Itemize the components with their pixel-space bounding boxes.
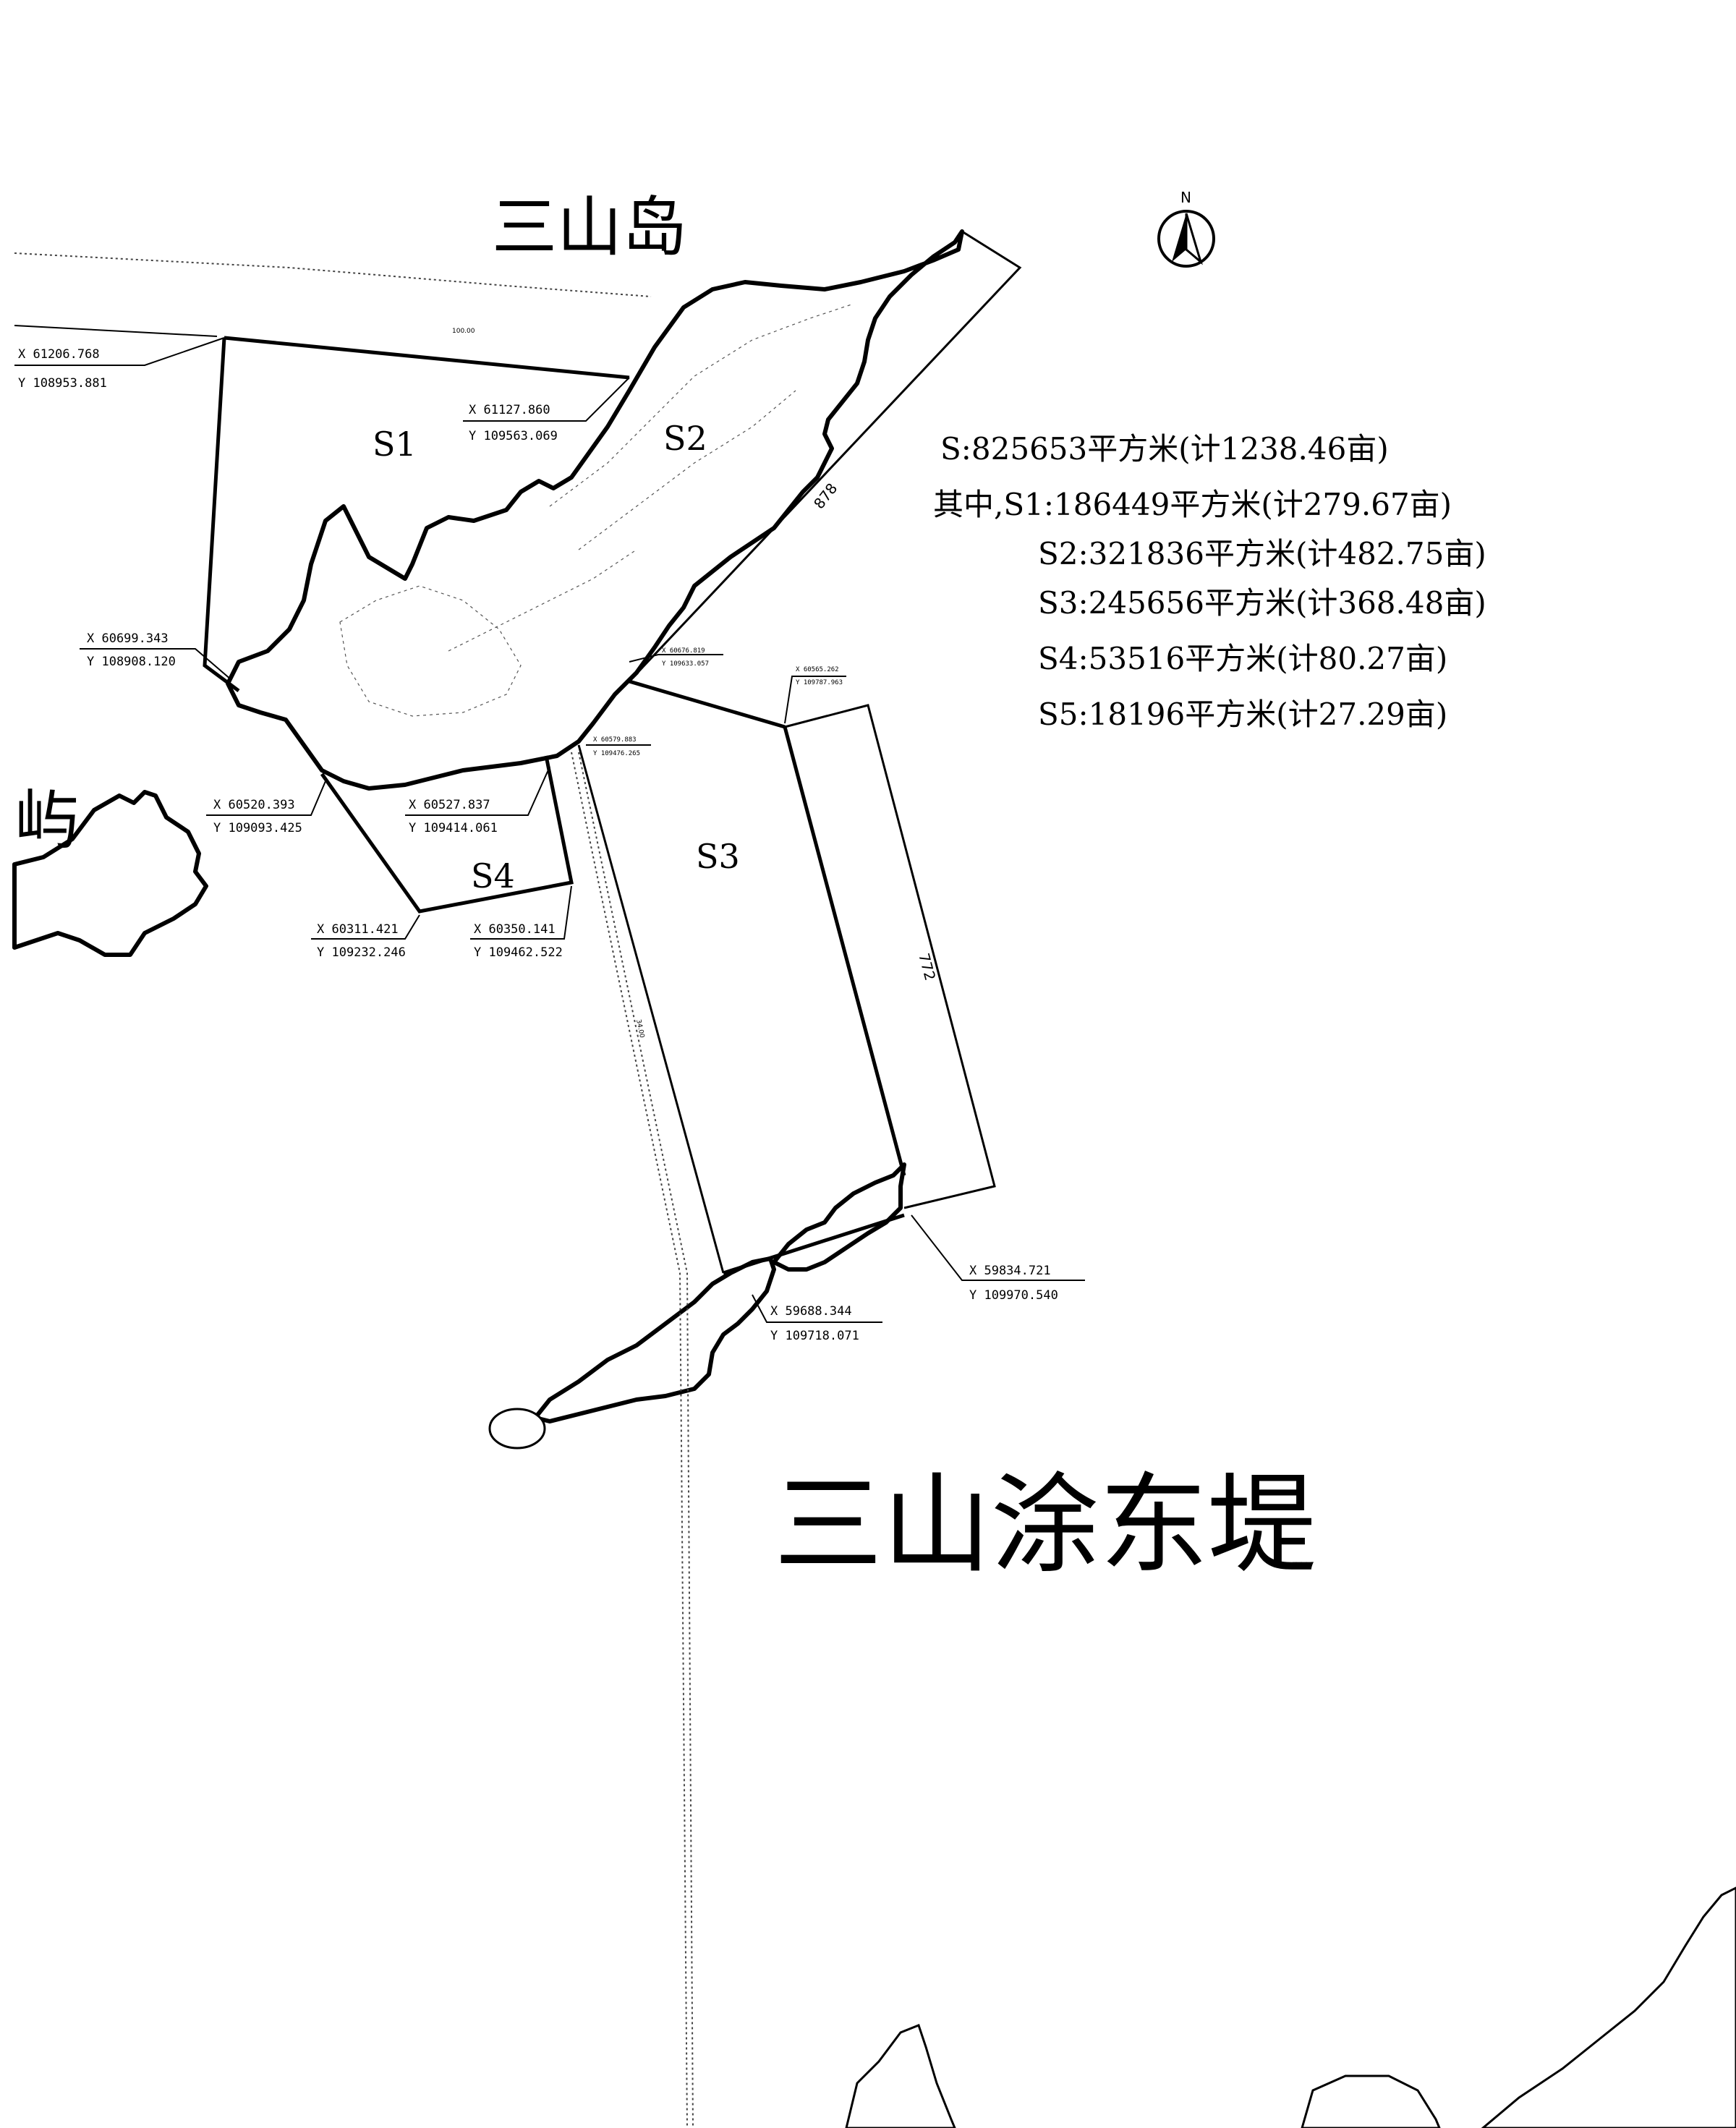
svg-text:X 60311.421: X 60311.421 <box>317 922 399 937</box>
legend-s3: S3:245656平方米(计368.48亩) <box>1038 585 1486 621</box>
legend-s2: S2:321836平方米(计482.75亩) <box>1038 536 1486 571</box>
svg-text:Y 109232.246: Y 109232.246 <box>317 945 406 960</box>
svg-text:Y 109787.963: Y 109787.963 <box>796 679 843 686</box>
svg-text:X 61127.860: X 61127.860 <box>469 403 550 417</box>
svg-text:X 60520.393: X 60520.393 <box>213 798 295 812</box>
coord-callout-8: X 59834.721 Y 109970.540 <box>911 1214 1085 1303</box>
boundary-s3-left <box>577 744 725 1274</box>
area-legend: S:825653平方米(计1238.46亩) 其中,S1:186449平方米(计… <box>933 431 1486 732</box>
svg-text:Y 109563.069: Y 109563.069 <box>469 429 558 443</box>
legend-total: S:825653平方米(计1238.46亩) <box>940 431 1389 467</box>
svg-text:X 60350.141: X 60350.141 <box>474 922 556 937</box>
svg-text:Y 109093.425: Y 109093.425 <box>213 821 302 835</box>
south-island-2 <box>772 1162 906 1272</box>
left-islet <box>12 790 208 957</box>
coord-callout-12: X 60565.262 Y 109787.963 <box>784 666 846 724</box>
svg-text:Y 109718.071: Y 109718.071 <box>770 1329 859 1343</box>
island-name: 三山岛 <box>492 190 687 265</box>
boundary-s1-left <box>203 337 240 693</box>
svg-text:X 59834.721: X 59834.721 <box>969 1264 1051 1278</box>
svg-text:X 60527.837: X 60527.837 <box>409 798 490 812</box>
island-contour-4 <box>448 549 637 652</box>
svg-text:Y 109633.057: Y 109633.057 <box>662 660 709 668</box>
svg-text:X 60699.343: X 60699.343 <box>87 631 169 646</box>
area-label-s1: S1 <box>373 425 417 464</box>
bottom-coast <box>1481 1886 1736 2128</box>
dim-772: 772 <box>915 951 939 982</box>
svg-text:X 60565.262: X 60565.262 <box>796 666 839 673</box>
coord-callout-4: X 60520.393 Y 109093.425 <box>206 780 326 835</box>
dim-34: 34.00 <box>634 1019 645 1039</box>
coord-callout-7: X 60350.141 Y 109462.522 <box>470 885 572 960</box>
svg-text:Y 108953.881: Y 108953.881 <box>18 376 107 391</box>
svg-text:X 61206.768: X 61206.768 <box>18 347 100 362</box>
area-label-s3: S3 <box>696 837 740 876</box>
dim-100: 100.00 <box>452 328 475 335</box>
north-label: N <box>1180 189 1191 206</box>
boundary-s3-right <box>783 726 906 1176</box>
boundary-s3-top <box>629 679 786 729</box>
islet-name-partial: 屿 <box>14 783 80 859</box>
coord-callout-5: X 60527.837 Y 109414.061 <box>405 766 550 835</box>
coord-callout-11: X 60579.883 Y 109476.265 <box>586 736 651 757</box>
coord-callout-1: X 61206.768 Y 108953.881 <box>14 337 225 391</box>
embankment-line-2 <box>578 752 694 2128</box>
south-rock <box>488 1408 546 1450</box>
area-label-s4: S4 <box>471 856 515 895</box>
svg-text:Y 109414.061: Y 109414.061 <box>409 821 498 835</box>
island-contour-1 <box>339 585 522 717</box>
svg-text:Y 109476.265: Y 109476.265 <box>593 750 640 757</box>
legend-s1: 其中,S1:186449平方米(计279.67亩) <box>933 487 1452 522</box>
coord-callout-3: X 60699.343 Y 108908.120 <box>80 631 232 681</box>
svg-text:X 60676.819: X 60676.819 <box>662 647 705 655</box>
south-island-1 <box>533 1256 776 1423</box>
svg-text:Y 109462.522: Y 109462.522 <box>474 945 563 960</box>
top-shore-line <box>14 252 652 297</box>
svg-text:Y 109970.540: Y 109970.540 <box>969 1288 1058 1303</box>
bottom-island-1 <box>845 2024 956 2128</box>
legend-s4: S4:53516平方米(计80.27亩) <box>1038 641 1447 676</box>
top-shore-line-2 <box>14 325 218 337</box>
bottom-island-2 <box>1301 2074 1441 2128</box>
boundary-s1 <box>224 336 630 380</box>
island-contour-2 <box>549 303 854 507</box>
embankment-name: 三山涂东堤 <box>774 1463 1316 1588</box>
boundary-s3-outer <box>784 704 996 1209</box>
svg-text:X 60579.883: X 60579.883 <box>593 736 637 744</box>
area-label-s2: S2 <box>663 419 707 458</box>
island-contour-3 <box>578 390 796 550</box>
svg-text:Y 108908.120: Y 108908.120 <box>87 655 176 669</box>
coord-callout-6: X 60311.421 Y 109232.246 <box>311 914 420 960</box>
embankment-line <box>571 752 688 2128</box>
coord-callout-9: X 59688.344 Y 109718.071 <box>752 1294 882 1343</box>
north-arrow: N <box>1157 189 1215 268</box>
boundary-s5 <box>723 1213 905 1275</box>
coord-callout-2: X 61127.860 Y 109563.069 <box>463 377 630 443</box>
coord-callout-10: X 60676.819 Y 109633.057 <box>629 647 723 668</box>
boundary-s4 <box>320 755 574 914</box>
north-arrow-icon <box>1172 213 1186 262</box>
boundary-s2-east <box>628 230 1022 683</box>
legend-s5: S5:18196平方米(计27.29亩) <box>1038 697 1447 732</box>
svg-text:X 59688.344: X 59688.344 <box>770 1304 852 1319</box>
sanshan-island <box>226 229 964 791</box>
